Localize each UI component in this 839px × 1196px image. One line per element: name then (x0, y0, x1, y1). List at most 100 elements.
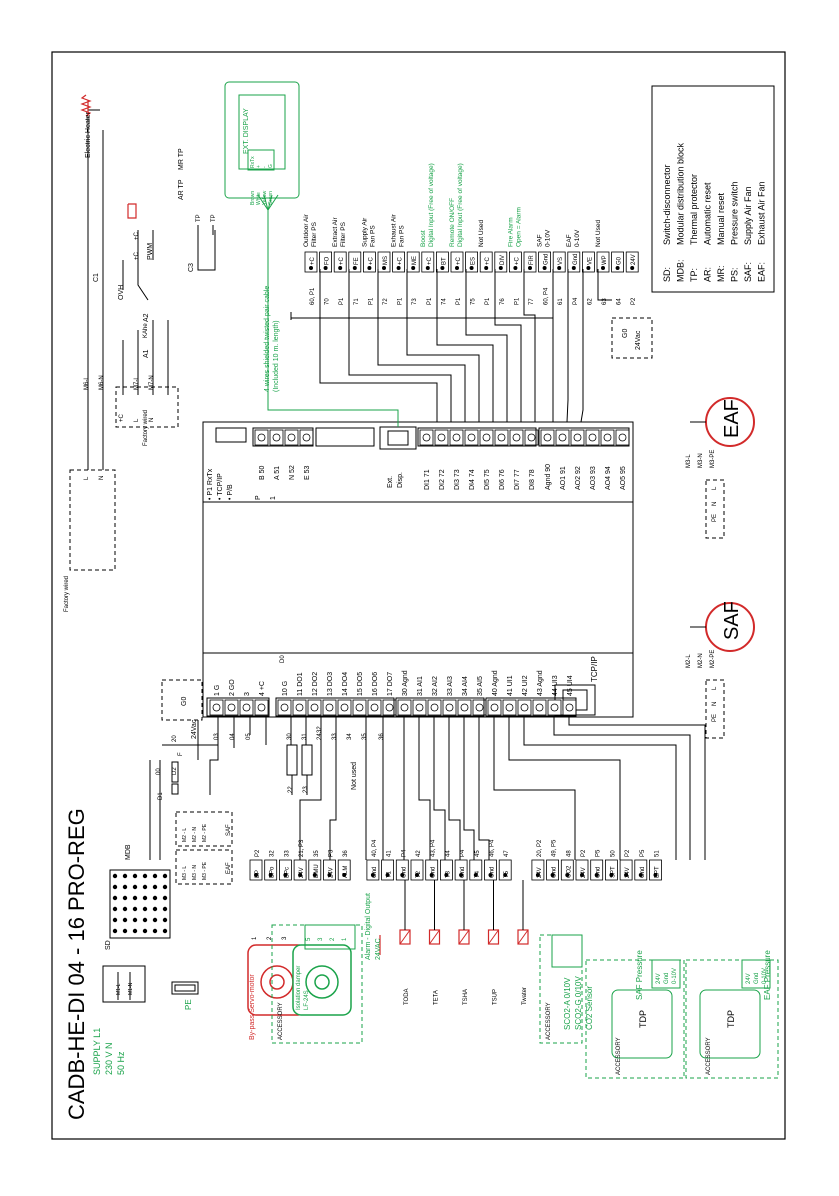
accessory-label-1: ACCESSORY (278, 1002, 284, 1040)
saf-fan-label: SAF (721, 601, 743, 640)
terminal[interactable] (498, 859, 512, 881)
terminal[interactable] (381, 859, 395, 881)
terminal[interactable] (333, 251, 347, 273)
temp-sensor-label: TSUP (493, 989, 499, 1005)
controller-wire-number: 05 (246, 733, 252, 740)
terminal[interactable] (439, 859, 453, 881)
terminal[interactable] (634, 859, 648, 881)
terminal[interactable] (395, 859, 409, 881)
terminal[interactable] (625, 251, 639, 273)
terminal[interactable] (619, 859, 633, 881)
mdb-dot (162, 873, 168, 879)
controller-terminal-label: A 51 (274, 466, 281, 480)
terminal[interactable] (582, 251, 595, 273)
terminal-desc: Fire Alarm (507, 217, 514, 247)
terminal[interactable] (508, 251, 522, 273)
lf-label: LF-24S (304, 990, 310, 1010)
terminal-screw-icon (396, 266, 401, 270)
display-wire-label: Green (268, 191, 274, 205)
controller-terminal-label: 41 UI1 (507, 675, 514, 696)
terminal-screw-icon (565, 703, 574, 712)
terminal[interactable] (377, 251, 391, 273)
terminal[interactable] (560, 859, 574, 881)
terminal-label: FIR (529, 255, 535, 265)
terminal-label: 24V (625, 867, 631, 878)
terminal[interactable] (465, 251, 479, 273)
terminal-wire-number: 46, P4 (490, 839, 496, 857)
eaf-pin-letter: N (712, 502, 718, 506)
mdb-dot (112, 873, 118, 879)
terminal-screw-icon (565, 873, 570, 877)
mdb-dot (142, 895, 148, 901)
controller-pb-label: • P/B (227, 484, 234, 500)
terminal[interactable] (546, 859, 559, 881)
terminal[interactable] (567, 251, 581, 273)
mdb-dot (142, 928, 148, 934)
terminal[interactable] (308, 859, 322, 881)
terminal[interactable] (479, 251, 493, 273)
controller-terminal-label: 13 DO3 (327, 672, 334, 696)
mdb-dot (122, 928, 128, 934)
terminal[interactable] (337, 859, 351, 881)
saf-pin-letter: L (712, 686, 718, 690)
terminal[interactable] (538, 251, 551, 273)
vac24-label-right: 24Vac (635, 330, 642, 350)
terminal-label: 24V (299, 867, 305, 878)
terminal[interactable] (319, 251, 333, 273)
display-wire-label: Brown (250, 191, 256, 205)
controller-terminal-label: 10 G (282, 681, 289, 696)
terminal[interactable] (264, 859, 278, 881)
terminal[interactable] (348, 251, 362, 273)
terminal[interactable] (410, 859, 424, 881)
terminal[interactable] (649, 859, 662, 881)
terminal[interactable] (304, 251, 318, 273)
terminal-screw-icon (498, 266, 503, 270)
factory-circ-label: N (99, 476, 105, 480)
controller-terminal-label: 12 DO2 (312, 672, 319, 696)
terminal[interactable] (552, 251, 566, 273)
legend-abbr: SD: (662, 267, 672, 282)
terminal[interactable] (575, 859, 589, 881)
terminal[interactable] (484, 859, 497, 881)
terminal[interactable] (454, 859, 468, 881)
terminal-wire-number: 47 (504, 850, 510, 857)
mdb-dot (122, 884, 128, 890)
saf-mdb-block (175, 811, 233, 847)
terminal[interactable] (596, 251, 610, 273)
tcpip-port-label: TCP/IP (590, 656, 599, 682)
controller-lead-p: P (255, 495, 262, 500)
terminal-screw-icon (571, 266, 576, 270)
terminal-label: Gnd (573, 254, 579, 265)
terminal[interactable] (605, 859, 618, 881)
terminal[interactable] (523, 251, 537, 273)
terminal[interactable] (469, 859, 483, 881)
terminal[interactable] (421, 251, 435, 273)
terminal[interactable] (611, 251, 624, 273)
controller-terminal-label: 4 +C (259, 681, 266, 696)
eaf-block-label: M3 - PE (202, 861, 208, 880)
sd-switch[interactable] (102, 965, 146, 1003)
terminal[interactable] (435, 251, 449, 273)
ext-display[interactable] (224, 81, 300, 199)
terminal-label: CO2 (566, 865, 572, 878)
terminal[interactable] (425, 859, 439, 881)
terminal-screw-icon (469, 266, 474, 270)
terminal[interactable] (450, 251, 464, 273)
heater-wire-label: M6-N (99, 375, 105, 390)
terminal[interactable] (249, 859, 263, 881)
terminal-label: SPT (610, 866, 616, 878)
terminal[interactable] (392, 251, 406, 273)
terminal[interactable] (494, 251, 508, 273)
terminal[interactable] (362, 251, 376, 273)
ovh-terminal-label: +C (134, 231, 140, 240)
controller-terminal-label: 2 GO (229, 679, 236, 696)
terminal-label: +C (427, 256, 433, 265)
terminal[interactable] (278, 859, 292, 881)
terminal[interactable] (366, 859, 380, 881)
terminal[interactable] (406, 251, 420, 273)
terminal[interactable] (590, 859, 604, 881)
terminal-wire-number: P4 (573, 297, 579, 305)
terminal[interactable] (531, 859, 545, 881)
eaf-pin-letter: L (712, 486, 718, 490)
terminal-label: +C (456, 256, 462, 265)
